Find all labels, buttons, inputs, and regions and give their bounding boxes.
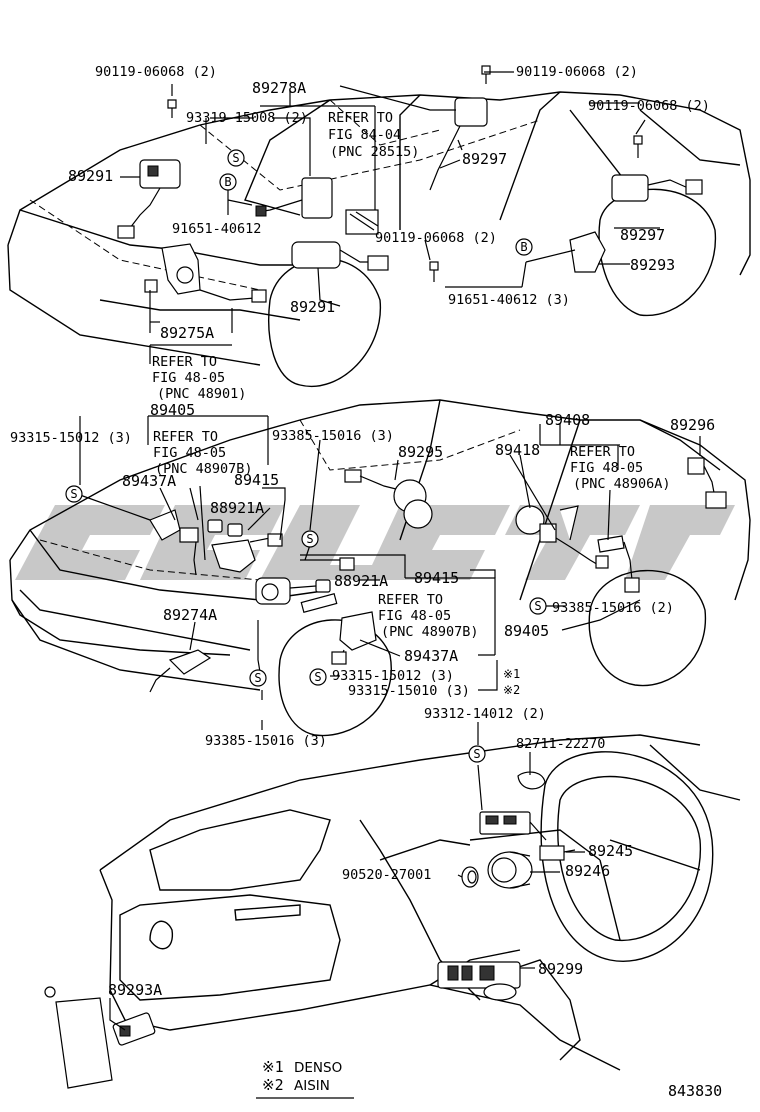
leader-lines — [79, 71, 701, 1031]
label-90520-27001: 90520-27001 — [342, 867, 431, 883]
note-mark-1: ※1 — [503, 667, 520, 681]
refer-fig48-05-c-line2: FIG 48-05 — [570, 460, 643, 476]
label-89297: 89297 — [462, 150, 507, 168]
sheet-number: 843830 — [668, 1082, 722, 1100]
label-88921a: 88921A — [334, 572, 388, 590]
label-90119-06068: 90119-06068 (2) — [588, 98, 710, 114]
s-mark: S — [301, 530, 319, 548]
label-89293a: 89293A — [108, 981, 162, 999]
label-89415: 89415 — [414, 569, 459, 587]
label-89293: 89293 — [630, 256, 675, 274]
label-93315-15012: 93315-15012 (3) — [10, 430, 132, 446]
label-93385-15016: 93385-15016 (2) — [552, 600, 674, 616]
label-93385-15016: 93385-15016 (3) — [272, 428, 394, 444]
label-89437a: 89437A — [122, 472, 176, 490]
label-89299: 89299 — [538, 960, 583, 978]
label-91651-40612: 91651-40612 (3) — [448, 292, 570, 308]
b-mark: B — [515, 238, 533, 256]
b-mark-symbols: B B — [219, 173, 533, 256]
svg-text:S: S — [254, 671, 261, 685]
s-mark: S — [468, 745, 486, 763]
refer-fig48-05-d-line2: FIG 48-05 — [378, 608, 451, 624]
label-91651-40612: 91651-40612 — [172, 221, 261, 237]
svg-text:B: B — [224, 175, 231, 189]
svg-text:B: B — [520, 240, 527, 254]
s-mark: S — [65, 485, 83, 503]
label-93312-14012: 93312-14012 (2) — [424, 706, 546, 722]
svg-text:S: S — [70, 487, 77, 501]
refer-fig48-05-b-line3: (PNC 48907B) — [155, 461, 253, 477]
svg-text:S: S — [232, 151, 239, 165]
label-89245: 89245 — [588, 842, 633, 860]
refer-fig84-04-line2: FIG 84-04 — [328, 127, 401, 143]
label-89418: 89418 — [495, 441, 540, 459]
svg-text:S: S — [534, 599, 541, 613]
refer-fig84-04-line1: REFER TO — [328, 110, 393, 126]
label-89296: 89296 — [670, 416, 715, 434]
label-89275a: 89275A — [160, 324, 214, 342]
part-labels: 90119-06068 (2) 90119-06068 (2) 89278A 9… — [10, 64, 715, 999]
label-89405: 89405 — [150, 401, 195, 419]
label-93385-15016: 93385-15016 (3) — [205, 733, 327, 749]
top-car-outline — [7, 91, 751, 388]
refer-fig48-05-a-line1: REFER TO — [152, 354, 217, 370]
label-89274a: 89274A — [163, 606, 217, 624]
label-89291: 89291 — [290, 298, 335, 316]
legend: ※1 DENSO ※2 AISIN — [256, 1058, 354, 1099]
label-89415: 89415 — [234, 471, 279, 489]
refer-fig48-05-a-line2: FIG 48-05 — [152, 370, 225, 386]
s-mark: S — [227, 149, 245, 167]
legend-denso: DENSO — [294, 1060, 342, 1076]
part-sketches — [44, 65, 727, 1089]
svg-text:S: S — [306, 532, 313, 546]
legend-mark-2: ※2 — [262, 1076, 284, 1094]
label-82711-22270: 82711-22270 — [516, 736, 605, 752]
watermark-logo — [15, 505, 735, 580]
label-90119-06068: 90119-06068 (2) — [375, 230, 497, 246]
label-93315-15010: 93315-15010 (3) — [348, 683, 470, 699]
label-89437a: 89437A — [404, 647, 458, 665]
dashboard-outline — [99, 734, 741, 1071]
s-mark-symbols: S S S S S S S — [65, 149, 547, 763]
refer-fig48-05-b-line2: FIG 48-05 — [153, 445, 226, 461]
label-89246: 89246 — [565, 862, 610, 880]
refer-fig48-05-d-line3: (PNC 48907B) — [381, 624, 479, 640]
refer-fig48-05-c-line1: REFER TO — [570, 444, 635, 460]
label-89295: 89295 — [398, 443, 443, 461]
label-89291: 89291 — [68, 167, 113, 185]
svg-text:S: S — [473, 747, 480, 761]
legend-aisin: AISIN — [294, 1078, 330, 1094]
refer-fig48-05-b-line1: REFER TO — [153, 429, 218, 445]
label-89297: 89297 — [620, 226, 665, 244]
refer-fig48-05-c-line3: (PNC 48906A) — [573, 476, 671, 492]
b-mark: B — [219, 173, 237, 191]
label-93319-15008: 93319-15008 (2) — [186, 110, 308, 126]
label-89408: 89408 — [545, 411, 590, 429]
s-mark: S — [309, 668, 327, 686]
label-89278a: 89278A — [252, 79, 306, 97]
s-mark: S — [529, 597, 547, 615]
s-mark: S — [249, 669, 267, 687]
legend-mark-1: ※1 — [262, 1058, 284, 1076]
refer-fig48-05-a-line3: (PNC 48901) — [157, 386, 246, 402]
svg-text:S: S — [314, 670, 321, 684]
label-89405: 89405 — [504, 622, 549, 640]
label-90119-06068: 90119-06068 (2) — [95, 64, 217, 80]
label-88921a: 88921A — [210, 499, 264, 517]
refer-fig84-04-line3: (PNC 28515) — [330, 144, 419, 160]
label-93315-15012: 93315-15012 (3) — [332, 668, 454, 684]
note-mark-2: ※2 — [503, 683, 520, 697]
label-90119-06068: 90119-06068 (2) — [516, 64, 638, 80]
refer-fig48-05-d-line1: REFER TO — [378, 592, 443, 608]
